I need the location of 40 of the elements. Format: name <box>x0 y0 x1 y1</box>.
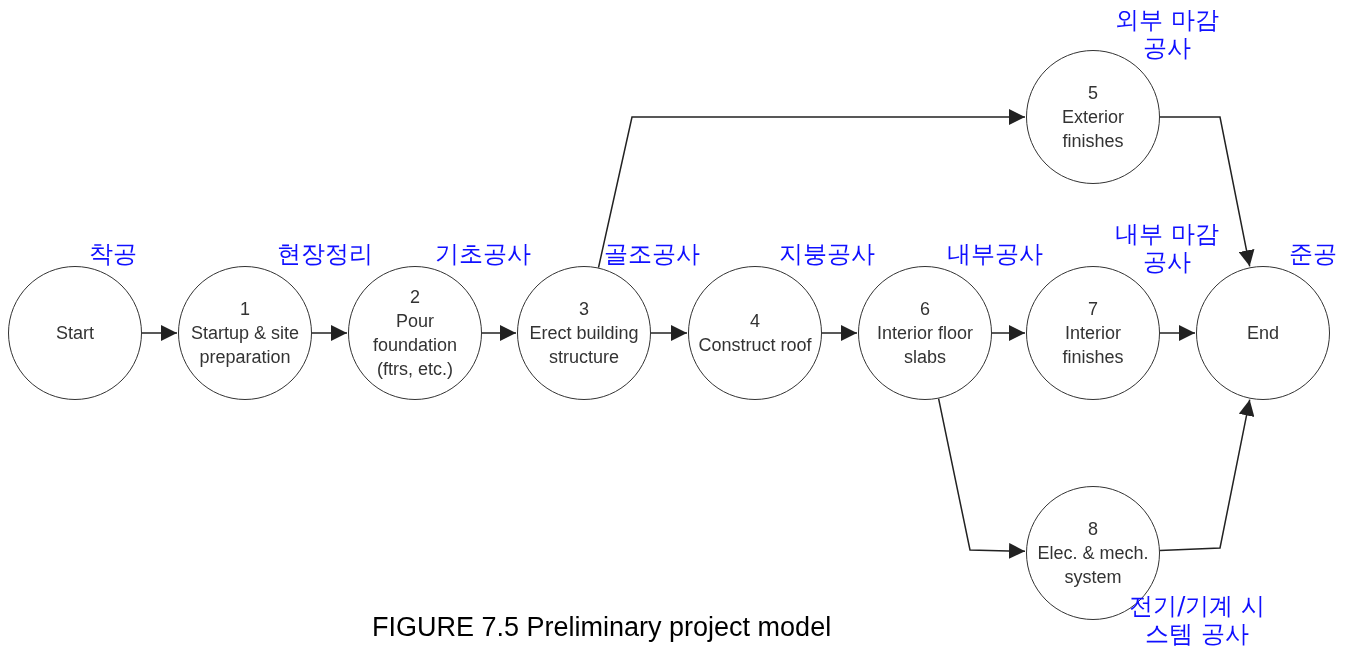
arrow <box>650 325 688 341</box>
korean-label: 외부 마감공사 <box>1114 6 1220 62</box>
activity-label: Construct roof <box>698 334 812 357</box>
korean-label: 지붕공사 <box>779 240 875 268</box>
activity-number: 7 <box>1088 298 1098 321</box>
activity-label: Exterior finishes <box>1061 106 1125 153</box>
korean-label: 준공 <box>1289 240 1337 268</box>
korean-label: 골조공사 <box>604 240 700 268</box>
activity-number: 8 <box>1088 518 1098 541</box>
activity-label: Erect building structure <box>528 322 640 369</box>
arrow <box>821 325 858 341</box>
activity-number: 5 <box>1088 82 1098 105</box>
korean-label: 전기/기계 시스템 공사 <box>1128 592 1266 648</box>
arrow <box>481 325 517 341</box>
activity-number: 4 <box>750 310 760 333</box>
activity-number: 3 <box>579 298 589 321</box>
arrow <box>1159 325 1196 341</box>
activity-number: 6 <box>920 298 930 321</box>
arrow <box>597 109 1026 269</box>
activity-label: Interior floor slabs <box>875 322 974 369</box>
activity-label: Startup & site preparation <box>189 322 301 369</box>
korean-label: 기초공사 <box>435 240 531 268</box>
activity-label: Elec. & mech. system <box>1036 542 1150 589</box>
korean-label: 현장정리 <box>277 240 373 268</box>
figure-caption: FIGURE 7.5 Preliminary project model <box>372 612 832 643</box>
activity-label: Pour foundation (ftrs, etc.) <box>371 310 459 381</box>
activity-label: Start <box>56 322 94 345</box>
arrow <box>991 325 1026 341</box>
arrow <box>1159 398 1255 552</box>
activity-number: 2 <box>410 286 420 309</box>
activity-number: 1 <box>240 298 250 321</box>
arrow <box>141 325 178 341</box>
korean-label: 내부공사 <box>947 240 1043 268</box>
activity-label: Interior finishes <box>1061 322 1125 369</box>
arrow <box>937 397 1026 559</box>
arrow <box>311 325 348 341</box>
korean-label: 내부 마감공사 <box>1114 220 1220 276</box>
korean-label: 착공 <box>89 240 137 268</box>
activity-label: End <box>1247 322 1279 345</box>
arrow <box>1159 116 1255 268</box>
